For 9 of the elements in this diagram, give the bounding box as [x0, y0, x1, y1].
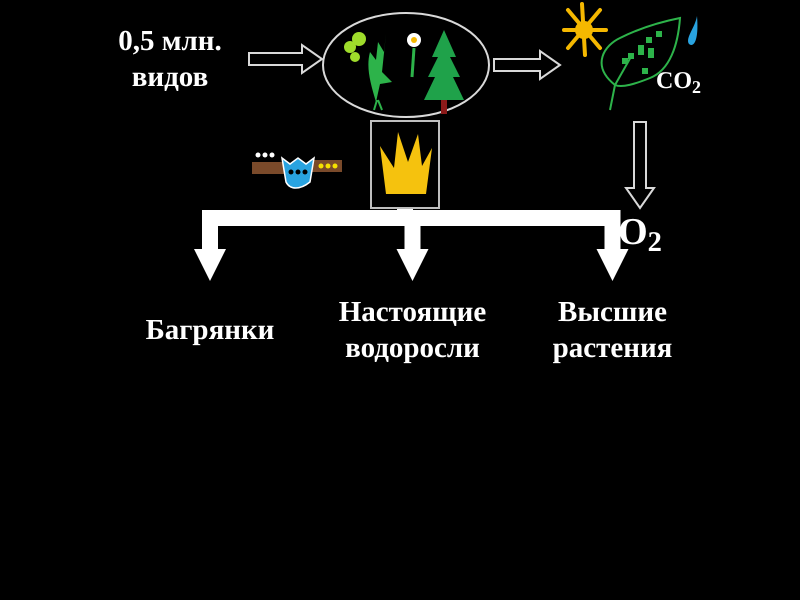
formula-text: CO$_{2}$	[656, 67, 701, 96]
group-label: Багрянки	[146, 312, 274, 348]
hollow-arrow	[493, 49, 562, 81]
hollow-arrow	[248, 43, 324, 75]
group-label: Высшие растения	[552, 294, 674, 366]
formula-text: O$_{2}$	[618, 210, 662, 257]
group-label: Настоящие водоросли	[338, 294, 488, 366]
hollow-arrow	[624, 121, 656, 210]
species-count-text: 0,5 млн. видов	[117, 24, 223, 95]
